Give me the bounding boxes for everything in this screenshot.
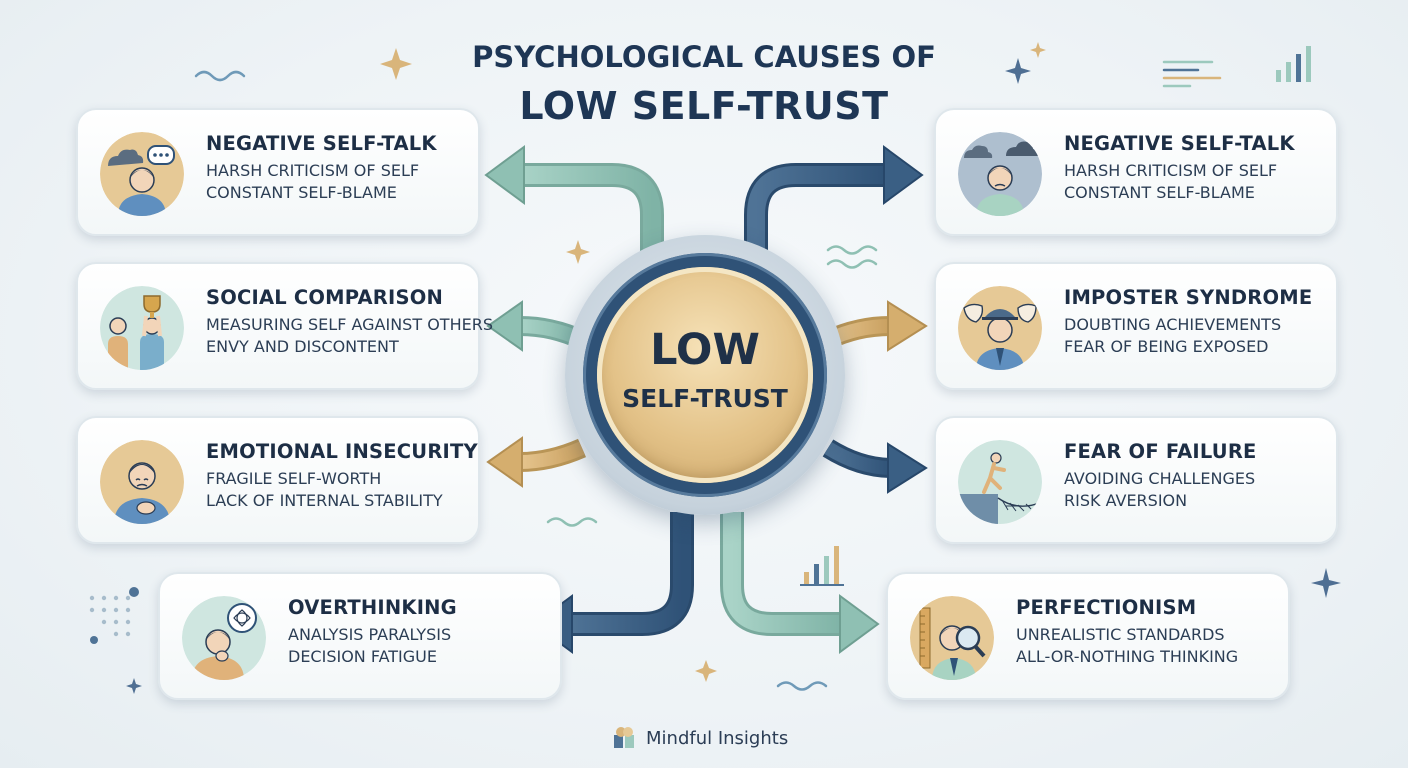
trophy-comparison-icon	[100, 286, 184, 370]
cliff-net-icon	[958, 440, 1042, 524]
magnifier-person-icon	[910, 596, 994, 680]
hub-label-line-2: SELF-TRUST	[622, 384, 788, 413]
card-heading: SOCIAL COMPARISON	[206, 286, 443, 309]
card-line: RISK AVERSION	[1064, 491, 1188, 510]
card-line: UNREALISTIC STANDARDS	[1016, 625, 1225, 644]
card-emotional-insecurity: EMOTIONAL INSECURITY FRAGILE SELF-WORTH …	[76, 416, 480, 544]
card-line: DOUBTING ACHIEVEMENTS	[1064, 315, 1282, 334]
brand-footer: Mindful Insights	[612, 724, 788, 752]
card-line: DECISION FATIGUE	[288, 647, 437, 666]
card-line: ANALYSIS PARALYSIS	[288, 625, 452, 644]
card-heading: PERFECTIONISM	[1016, 596, 1197, 619]
card-heading: IMPOSTER SYNDROME	[1064, 286, 1313, 309]
card-line: FRAGILE SELF-WORTH	[206, 469, 382, 488]
card-imposter-syndrome: IMPOSTER SYNDROME DOUBTING ACHIEVEMENTS …	[934, 262, 1338, 390]
card-line: HARSH CRITICISM OF SELF	[1064, 161, 1278, 180]
card-heading: OVERTHINKING	[288, 596, 457, 619]
card-line: FEAR OF BEING EXPOSED	[1064, 337, 1269, 356]
hand-on-heart-person-icon	[100, 440, 184, 524]
card-heading: NEGATIVE SELF-TALK	[1064, 132, 1295, 155]
card-line: CONSTANT SELF-BLAME	[1064, 183, 1255, 202]
brain-book-logo-icon	[614, 727, 634, 748]
page-title-line-2: LOW SELF-TRUST	[519, 84, 889, 128]
card-fear-of-failure: FEAR OF FAILURE AVOIDING CHALLENGES RISK…	[934, 416, 1338, 544]
card-heading: EMOTIONAL INSECURITY	[206, 440, 478, 463]
card-perfectionism: PERFECTIONISM UNREALISTIC STANDARDS ALL-…	[886, 572, 1290, 700]
card-social-comparison: SOCIAL COMPARISON MEASURING SELF AGAINST…	[76, 262, 493, 390]
card-line: AVOIDING CHALLENGES	[1064, 469, 1256, 488]
card-line: MEASURING SELF AGAINST OTHERS	[206, 315, 493, 334]
hub-label-line-1: LOW	[650, 325, 760, 375]
card-overthinking: OVERTHINKING ANALYSIS PARALYSIS DECISION…	[158, 572, 562, 700]
card-negative-self-talk-right: NEGATIVE SELF-TALK HARSH CRITICISM OF SE…	[934, 108, 1338, 236]
mini-bar-chart-icon	[800, 46, 1311, 586]
brand-name: Mindful Insights	[646, 727, 789, 749]
card-heading: FEAR OF FAILURE	[1064, 440, 1257, 463]
card-line: ALL-OR-NOTHING THINKING	[1016, 647, 1239, 666]
card-line: LACK OF INTERNAL STABILITY	[206, 491, 443, 510]
card-line: ENVY AND DISCONTENT	[206, 337, 399, 356]
card-line: HARSH CRITICISM OF SELF	[206, 161, 420, 180]
thinking-person-icon	[182, 596, 266, 680]
sad-person-clouds-icon	[958, 132, 1042, 216]
page-title-line-1: PSYCHOLOGICAL CAUSES OF	[472, 40, 936, 74]
arrow-to-overthinking	[570, 512, 694, 636]
hub-core: LOW SELF-TRUST	[597, 267, 813, 483]
central-hub: LOW SELF-TRUST	[565, 235, 845, 515]
storm-cloud-speech-person-icon	[100, 132, 184, 216]
sparkle-icon	[380, 42, 1046, 682]
card-line: CONSTANT SELF-BLAME	[206, 183, 397, 202]
theater-masks-icon	[958, 286, 1042, 370]
card-heading: NEGATIVE SELF-TALK	[206, 132, 437, 155]
card-negative-self-talk-left: NEGATIVE SELF-TALK HARSH CRITICISM OF SE…	[76, 108, 480, 236]
